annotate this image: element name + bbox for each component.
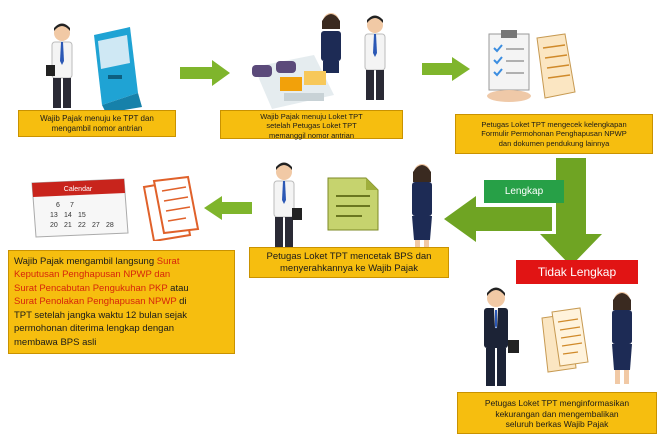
bps-document-icon: [327, 177, 379, 231]
step-3-line-2: Formulir Permohonan Penghapusan NPWP: [481, 129, 627, 139]
woman-figure: [412, 164, 432, 250]
step-5-text: Wajib Pajak mengambil langsung: [14, 256, 157, 267]
step-5-line-3: Surat Pencabutan Pengukuhan PKP atau: [14, 282, 229, 295]
woman-figure: [612, 292, 632, 384]
step-5-line-1: Wajib Pajak mengambil langsung Surat: [14, 255, 229, 268]
step-2-line-1: Wajib Pajak menuju Loket TPT: [260, 112, 363, 121]
return-documents-illustration: [484, 287, 632, 386]
step-5-line-2: Keputusan Penghapusan NPWP dan: [14, 269, 171, 281]
step-5-text: di: [176, 296, 187, 308]
step-6-line-3: seluruh berkas Wajib Pajak: [505, 419, 609, 430]
lengkap-badge: Lengkap: [484, 180, 564, 203]
calendar-num: 15: [78, 212, 86, 219]
step-5-highlight: Surat: [156, 256, 180, 267]
calendar-num: 7: [70, 202, 74, 209]
step-1-line-2: mengambil nomor antrian: [51, 124, 143, 133]
flow-arrow-right-1: [180, 60, 230, 86]
man-figure: [273, 162, 302, 249]
step-5-line-5: TPT setelah jangka waktu 12 bulan sejak: [14, 309, 188, 321]
step-4-box: Petugas Loket TPT mencetak BPS dan menye…: [249, 247, 449, 278]
calendar-num: 6: [56, 202, 60, 209]
step-3-box: Petugas Loket TPT mengecek kelengkapan F…: [455, 114, 653, 154]
calendar-icon: Calendar 6 7 13 14 15 20 21 22 27 28: [31, 178, 129, 238]
step-6-line-2: kekurangan dan mengembalikan: [495, 408, 619, 419]
step-5-line-7: membawa BPS asli: [14, 336, 97, 348]
step-5-line-6: permohonan diterima lengkap dengan: [14, 323, 175, 335]
calendar-num: 20: [50, 222, 58, 229]
step-2-box: Wajib Pajak menuju Loket TPT setelah Pet…: [220, 110, 403, 140]
man-figure: [364, 15, 386, 100]
man-with-kiosk-illustration: [46, 23, 142, 113]
step-5-line-4: Surat Penolakan Penghapusan NPWP di: [14, 295, 229, 308]
step-3-line-3: dan dokumen pendukung lainnya: [498, 138, 610, 148]
step-4-line-1: Petugas Loket TPT mencetak BPS dan: [266, 251, 432, 262]
flow-arrow-left-2: [204, 196, 252, 220]
step-1-line-1: Wajib Pajak menuju ke TPT dan: [40, 114, 154, 123]
calendar-documents-illustration: Calendar 6 7 13 14 15 20 21 22 27 28: [31, 175, 200, 241]
loket-waiting-illustration: [252, 13, 386, 109]
calendar-num: 13: [50, 212, 58, 219]
step-6-box: Petugas Loket TPT menginformasikan kekur…: [457, 392, 657, 434]
bps-handover-illustration: [273, 162, 432, 250]
documents-icon: [142, 175, 200, 241]
lengkap-label: Lengkap: [504, 186, 544, 197]
flow-arrow-left-lengkap: [444, 196, 552, 242]
checklist-documents-illustration: [487, 30, 576, 102]
step-5-highlight: Surat Penolakan Penghapusan NPWP: [14, 296, 177, 308]
flow-arrow-right-2: [422, 57, 470, 81]
step-1-box: Wajib Pajak menuju ke TPT dan mengambil …: [18, 110, 176, 137]
step-2-line-3: memanggil nomor antrian: [268, 130, 355, 140]
step-5-text: atau: [167, 282, 189, 294]
calendar-num: 14: [64, 212, 72, 219]
step-5-box: Wajib Pajak mengambil langsung Surat Kep…: [8, 250, 235, 354]
step-3-line-1: Petugas Loket TPT mengecek kelengkapan: [481, 120, 627, 129]
step-5-highlight: Surat Pencabutan Pengukuhan PKP: [14, 282, 168, 294]
calendar-num: 28: [106, 222, 114, 229]
tidak-lengkap-label: Tidak Lengkap: [537, 265, 617, 279]
step-6-line-1: Petugas Loket TPT menginformasikan: [484, 398, 630, 408]
calendar-num: 22: [78, 222, 86, 229]
calendar-header: Calendar: [64, 186, 93, 193]
calendar-num: 21: [64, 222, 72, 229]
calendar-num: 27: [92, 222, 100, 229]
step-2-line-2: setelah Petugas Loket TPT: [266, 121, 357, 131]
woman-figure: [321, 13, 341, 73]
kiosk-machine: [94, 27, 142, 113]
waiting-chairs: [252, 55, 334, 109]
documents-icon: [541, 307, 589, 373]
man-figure: [484, 287, 519, 386]
step-4-line-2: menyerahkannya ke Wajib Pajak: [280, 262, 418, 274]
tidak-lengkap-badge: Tidak Lengkap: [516, 260, 638, 284]
man-figure: [46, 23, 73, 108]
